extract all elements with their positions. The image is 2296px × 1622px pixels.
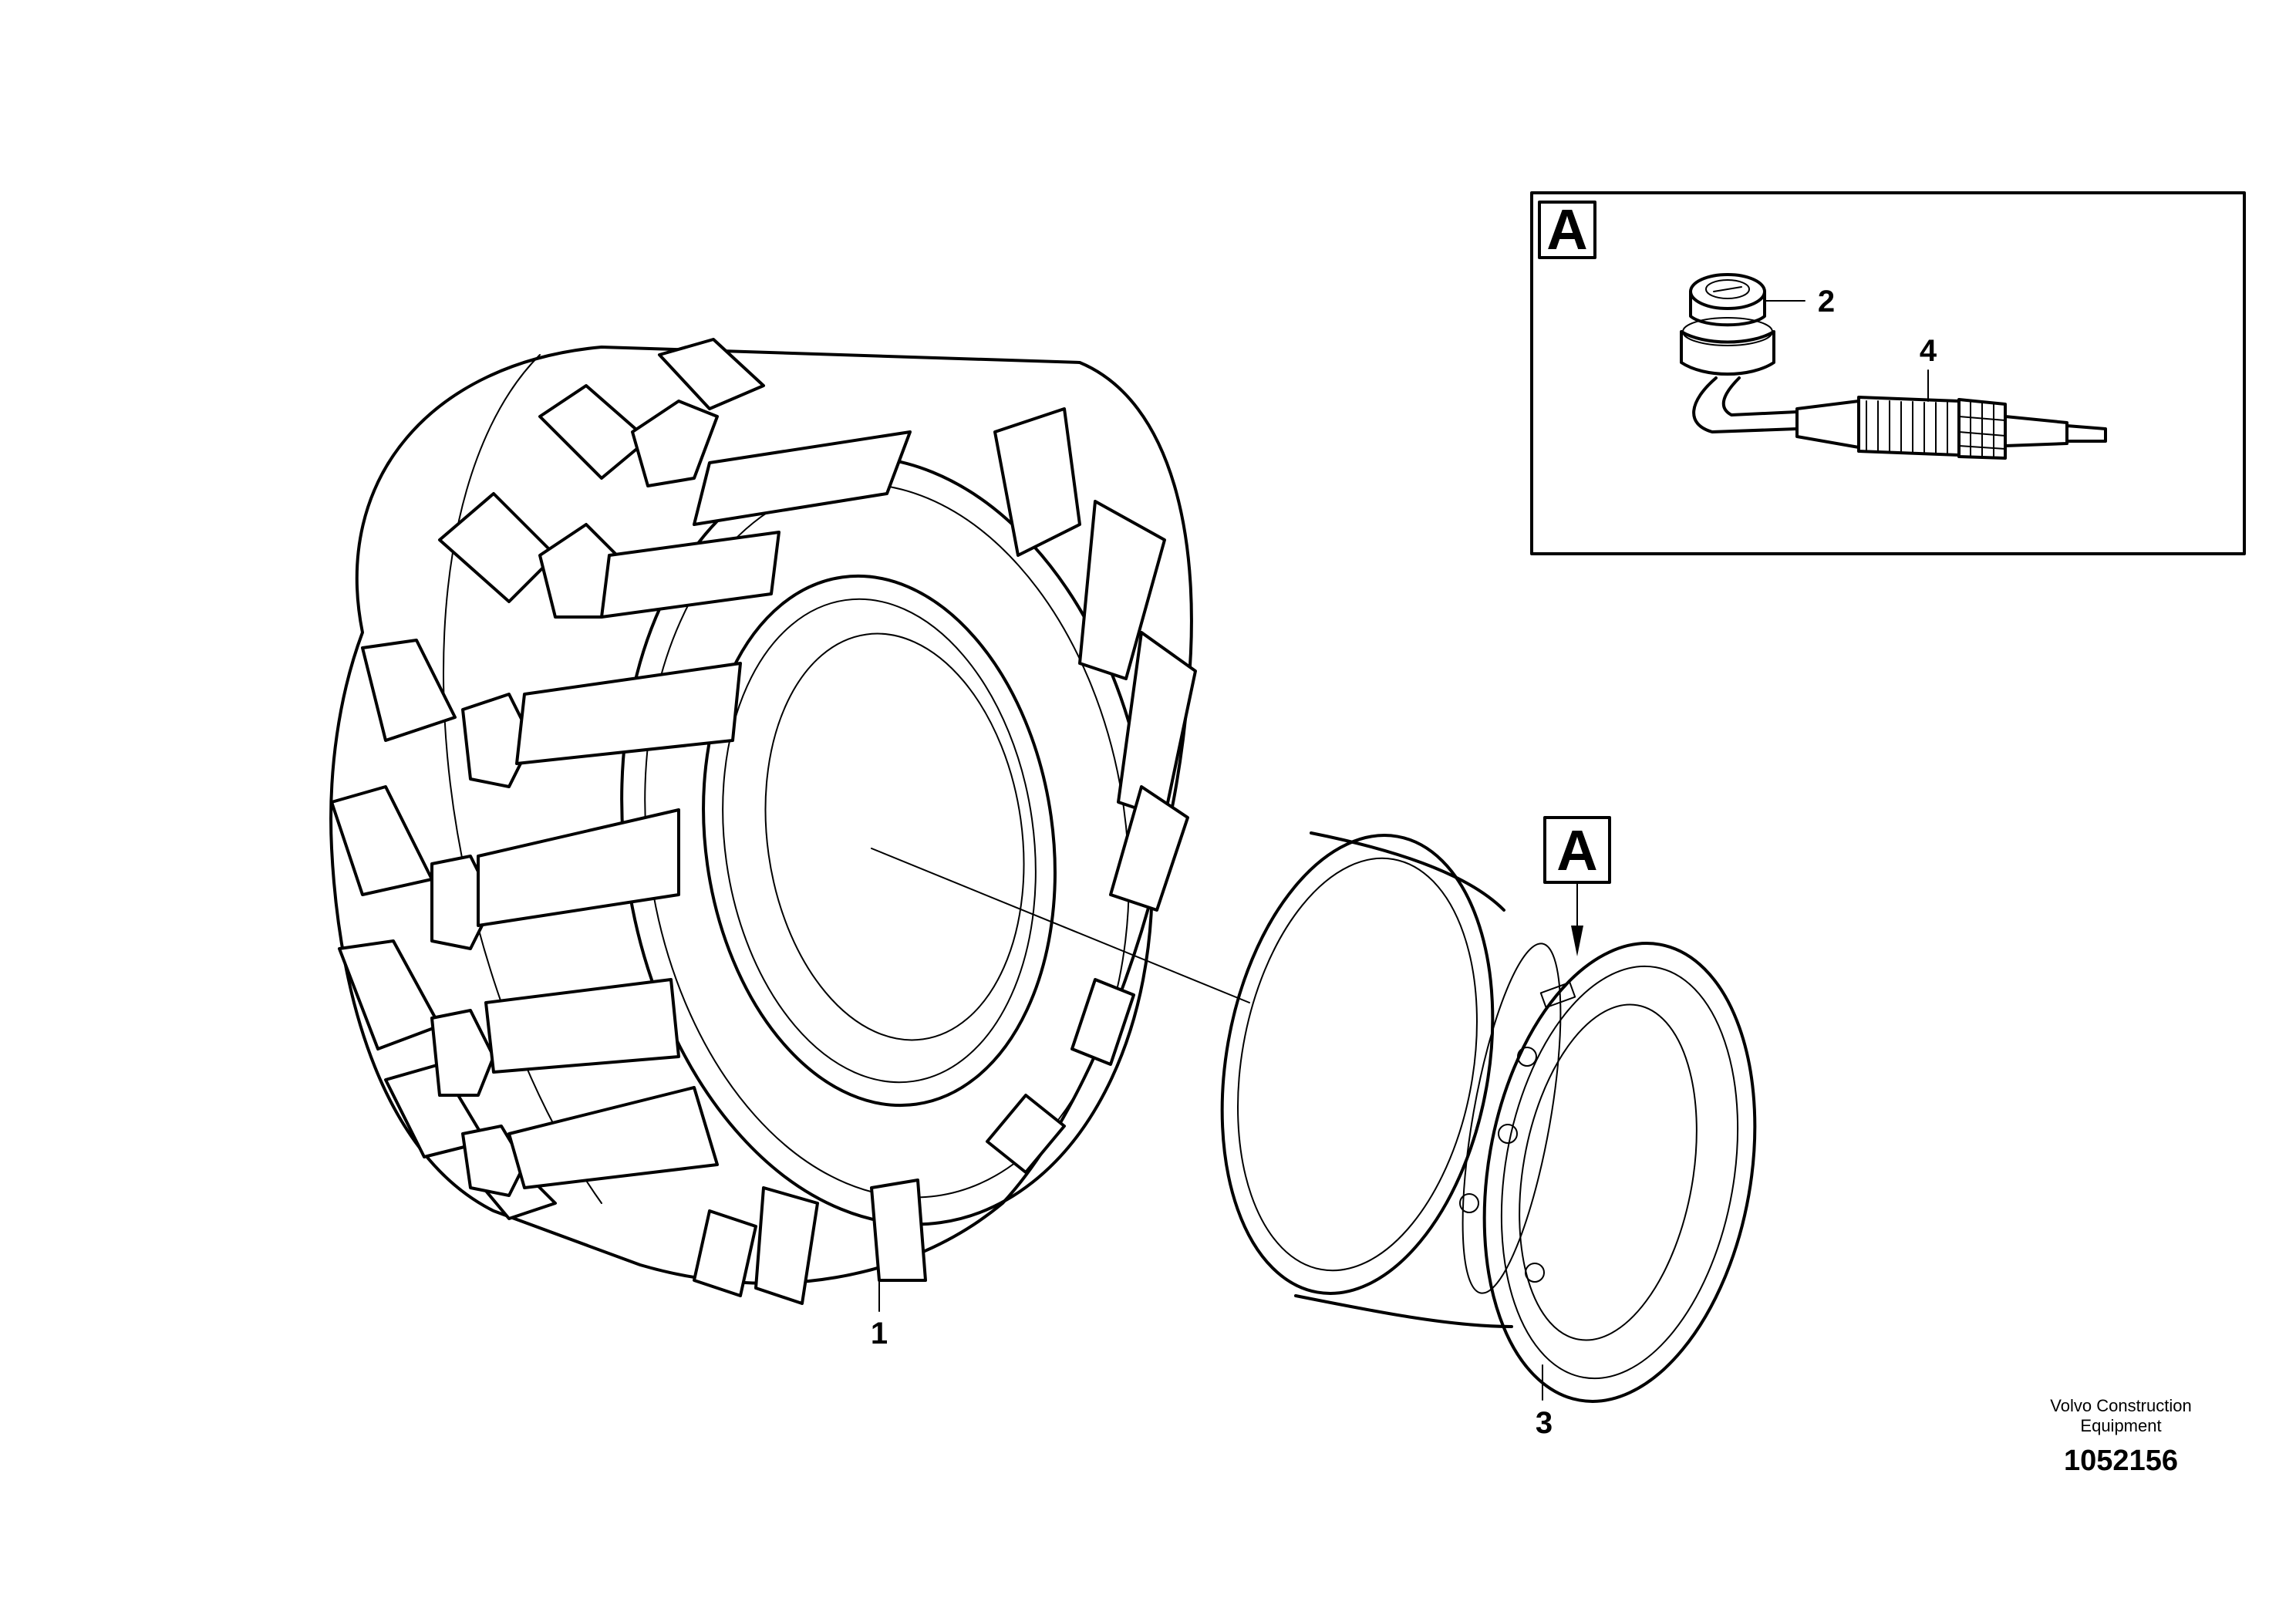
callout-3: 3: [1536, 1406, 1553, 1440]
detail-marker-label: A: [1556, 818, 1597, 882]
tire-drawing: [329, 338, 1250, 1312]
valve-cap-drawing: [1680, 273, 1775, 376]
detail-label: A: [1546, 197, 1587, 261]
detail-view-a: A: [1530, 191, 2246, 555]
arrow-down-icon: [1571, 926, 1583, 956]
detail-frame: [1530, 191, 2246, 555]
brand-line-1: Volvo Construction: [2050, 1396, 2191, 1415]
detail-label-box: [1538, 201, 1596, 259]
callout-1: 1: [871, 1317, 888, 1351]
valve-stem-drawing: [1692, 376, 2107, 460]
wheel-rim-drawing: [1220, 831, 1757, 1403]
detail-marker: A: [1543, 816, 1611, 956]
drawing-number: 1052156: [2064, 1445, 2178, 1477]
callout-2: 2: [1818, 285, 1835, 319]
callout-4: 4: [1920, 334, 1937, 368]
brand-line-2: Equipment: [2080, 1416, 2161, 1435]
